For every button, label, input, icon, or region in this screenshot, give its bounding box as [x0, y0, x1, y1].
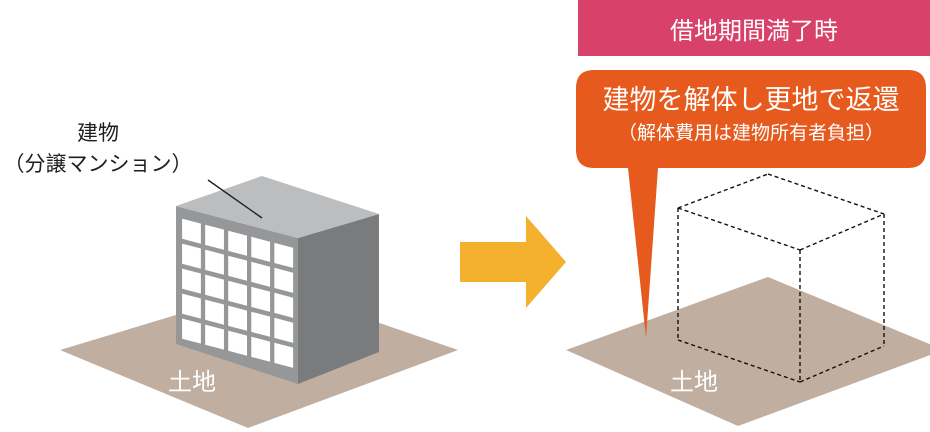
building-label-line1: 建物	[77, 121, 119, 145]
right-land-label: 土地	[670, 368, 718, 396]
window-pane	[274, 292, 294, 318]
window-pane	[205, 324, 224, 350]
transition-arrow	[460, 216, 566, 308]
window-pane	[228, 305, 248, 331]
callout-main-text: 建物を解体し更地で返還	[602, 85, 900, 116]
building-roof	[176, 176, 379, 238]
building-label: 建物 （分譲マンション）	[0, 118, 196, 180]
lease-expiry-header-text: 借地期間満了時	[670, 16, 838, 45]
window-pane	[228, 280, 248, 306]
right-land-parcel	[566, 277, 930, 426]
window-pane	[182, 293, 201, 319]
building-side-face	[298, 214, 379, 384]
building-windows	[182, 218, 294, 368]
lease-expiry-header: 借地期間満了時	[578, 0, 930, 56]
removed-building-outline	[677, 173, 885, 383]
left-land-label: 土地	[168, 368, 216, 396]
window-pane	[228, 330, 248, 356]
building-apartment	[176, 176, 379, 384]
window-pane	[274, 267, 294, 293]
window-pane	[182, 243, 201, 269]
window-pane	[205, 249, 224, 275]
window-pane	[274, 317, 294, 343]
window-pane	[182, 318, 201, 344]
window-pane	[228, 255, 248, 281]
callout-sub-text: （解体費用は建物所有者負担）	[617, 122, 884, 144]
label-leader-line	[207, 179, 263, 219]
window-pane	[251, 261, 271, 287]
window-pane	[205, 224, 224, 250]
window-pane	[205, 274, 224, 300]
window-pane	[205, 299, 224, 325]
window-pane	[251, 336, 271, 362]
window-pane	[251, 236, 271, 262]
window-pane	[274, 242, 294, 268]
window-pane	[274, 342, 294, 368]
callout-text: 建物を解体し更地で返還 （解体費用は建物所有者負担）	[580, 82, 922, 146]
building-label-line2: （分譲マンション）	[3, 152, 193, 176]
window-pane	[182, 268, 201, 294]
window-pane	[182, 218, 201, 244]
callout-bubble	[576, 70, 926, 338]
window-pane	[228, 230, 248, 256]
window-pane	[251, 286, 271, 312]
window-pane	[251, 311, 271, 337]
